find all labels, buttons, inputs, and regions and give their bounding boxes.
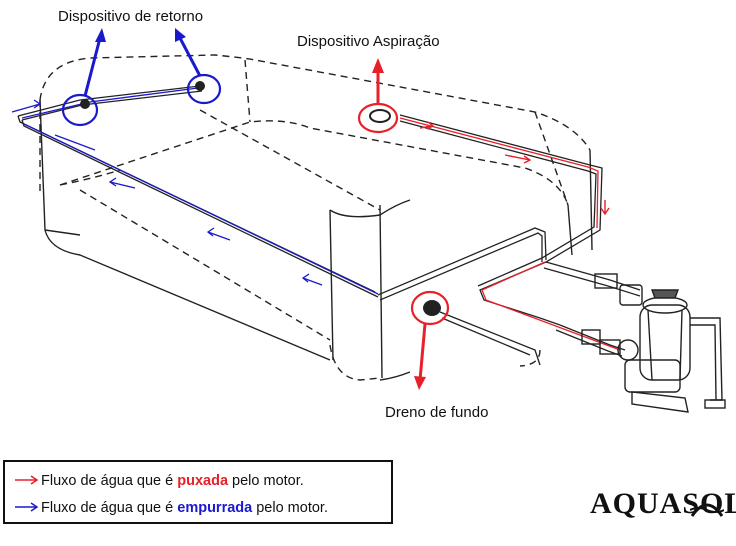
legend-pushed-suffix: pelo motor. bbox=[252, 500, 328, 516]
drain-pipe bbox=[439, 311, 541, 366]
legend-pushed: Fluxo de água que é empurrada pelo motor… bbox=[13, 500, 328, 516]
blue-arrow-icon bbox=[15, 502, 39, 512]
red-arrow-icon bbox=[15, 475, 39, 485]
return-device-right bbox=[195, 81, 205, 91]
label-bottom-drain: Dreno de fundo bbox=[385, 404, 489, 421]
return-device-left bbox=[80, 99, 90, 109]
suction-pipe bbox=[399, 114, 603, 326]
legend-pushed-emphasis: empurrada bbox=[177, 500, 253, 516]
label-return-device: Dispositivo de retorno bbox=[58, 8, 204, 25]
legend-pulled-prefix: Fluxo de água que é bbox=[41, 473, 178, 489]
pump-filter bbox=[581, 273, 726, 413]
drain-device bbox=[423, 300, 441, 316]
pool-rim bbox=[39, 54, 591, 151]
label-suction-device: Dispositivo Aspiração bbox=[297, 33, 440, 50]
pool-wall bbox=[39, 99, 331, 361]
sun-icon bbox=[690, 503, 724, 517]
legend-pulled: Fluxo de água que é puxada pelo motor. bbox=[13, 473, 304, 489]
aquasol-logo: AQUASOL bbox=[590, 487, 736, 520]
legend: Fluxo de água que é puxada pelo motor. F… bbox=[3, 460, 393, 524]
legend-pulled-suffix: pelo motor. bbox=[228, 473, 304, 489]
legend-pulled-emphasis: puxada bbox=[177, 473, 229, 489]
suction-device bbox=[369, 109, 391, 123]
pool-inner-bottom bbox=[59, 120, 569, 206]
legend-pushed-prefix: Fluxo de água que é bbox=[41, 500, 178, 516]
return-pipe bbox=[17, 85, 201, 117]
